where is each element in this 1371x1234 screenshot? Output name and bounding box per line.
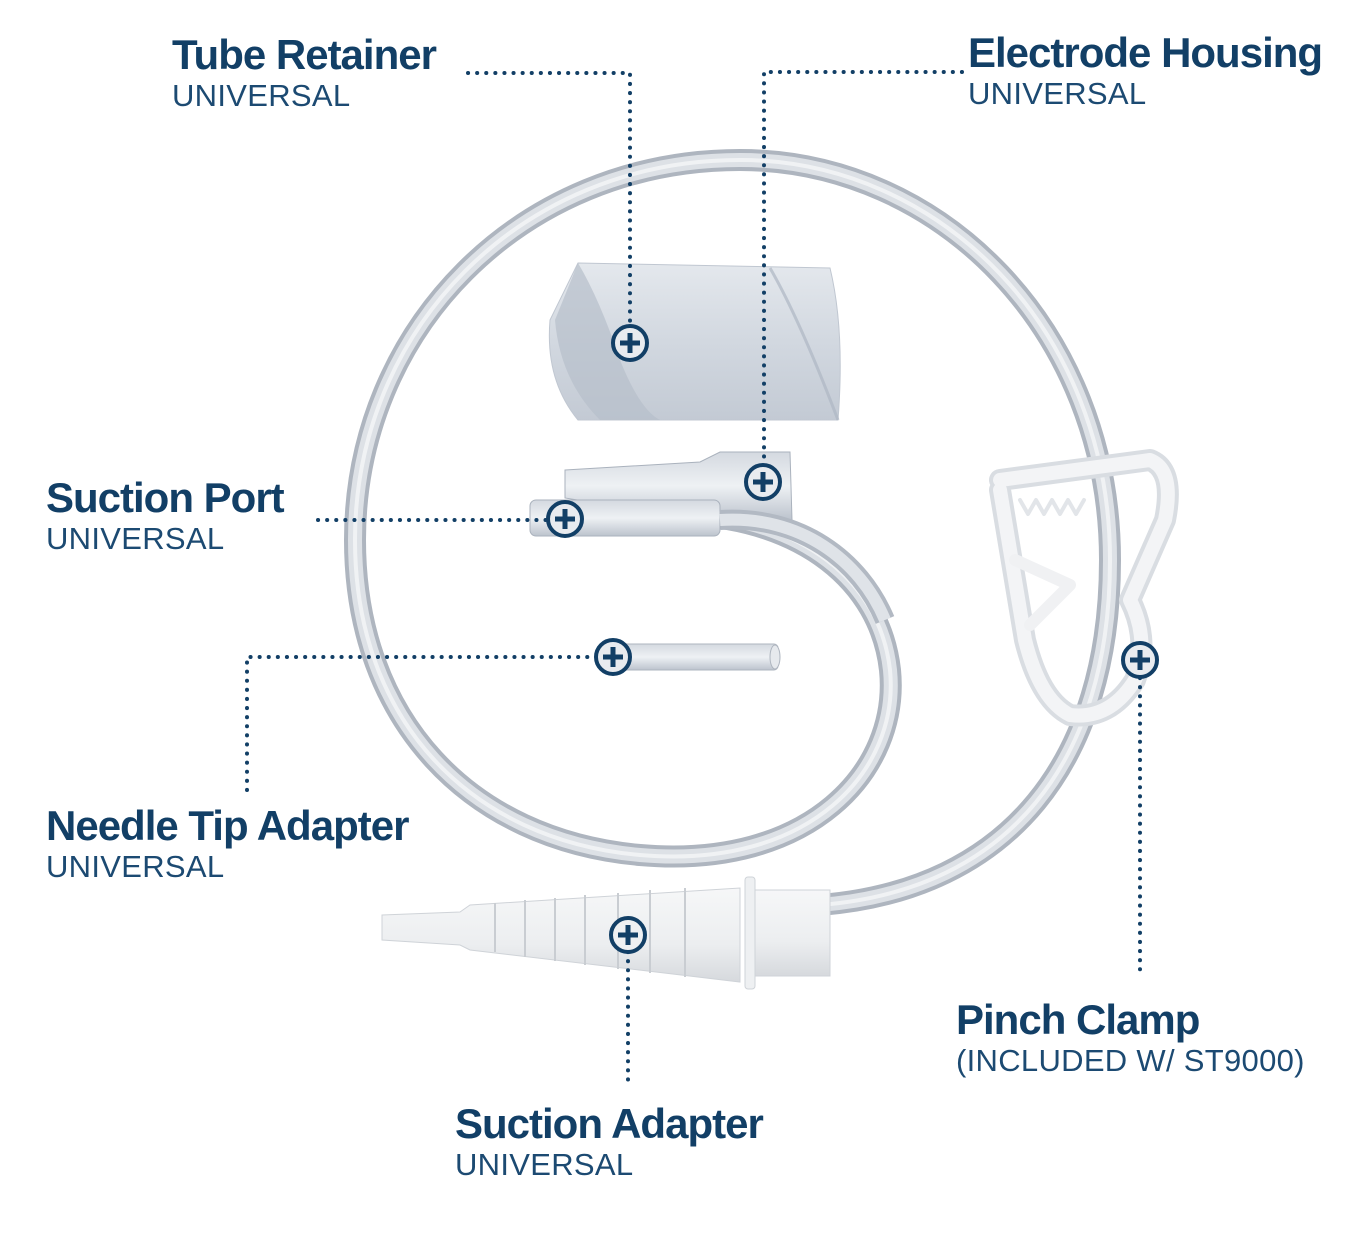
label-suction-adapter: Suction Adapter UNIVERSAL — [455, 1100, 764, 1183]
plus-circle-icon — [611, 324, 649, 362]
label-pinch-clamp: Pinch Clamp (INCLUDED W/ ST9000) — [956, 997, 1305, 1079]
plus-circle-icon — [594, 638, 632, 676]
part-title: Pinch Clamp — [956, 996, 1200, 1043]
suction-adapter-hotspot[interactable] — [610, 917, 646, 953]
suction-adapter-part — [381, 876, 831, 990]
part-subtitle: UNIVERSAL — [46, 849, 225, 884]
leader-lines — [245, 70, 1142, 1088]
part-subtitle: UNIVERSAL — [455, 1147, 634, 1182]
electrode-housing-hotspot[interactable] — [745, 464, 781, 500]
needle-tip-adapter-hotspot[interactable] — [595, 639, 631, 675]
part-title: Tube Retainer — [172, 31, 437, 78]
port-assembly-part — [529, 451, 895, 625]
label-electrode-housing: Electrode Housing UNIVERSAL — [968, 29, 1323, 112]
part-title: Suction Port — [46, 474, 285, 521]
part-title: Needle Tip Adapter — [46, 802, 409, 849]
plus-markers — [546, 324, 1159, 954]
pinch-clamp-part — [989, 449, 1179, 727]
tubing — [343, 148, 1122, 916]
plus-circle-icon — [546, 500, 584, 538]
label-suction-port: Suction Port UNIVERSAL — [46, 474, 285, 557]
part-subtitle: UNIVERSAL — [46, 521, 225, 556]
suction-port-hotspot[interactable] — [547, 501, 583, 537]
part-subtitle: UNIVERSAL — [172, 78, 351, 113]
label-needle-tip-adapter: Needle Tip Adapter UNIVERSAL — [46, 802, 409, 885]
plus-circle-icon — [609, 916, 647, 954]
part-title: Electrode Housing — [968, 29, 1323, 76]
plus-circle-icon — [1121, 641, 1159, 679]
part-subtitle: (INCLUDED W/ ST9000) — [956, 1043, 1305, 1078]
plus-circle-icon — [744, 463, 782, 501]
needle-tip-adapter-part — [609, 643, 781, 671]
tube-retainer-hotspot[interactable] — [612, 325, 648, 361]
part-subtitle: UNIVERSAL — [968, 76, 1147, 111]
part-title: Suction Adapter — [455, 1100, 764, 1147]
tube-retainer-part — [548, 262, 841, 421]
label-tube-retainer: Tube Retainer UNIVERSAL — [172, 31, 437, 114]
pinch-clamp-hotspot[interactable] — [1122, 642, 1158, 678]
